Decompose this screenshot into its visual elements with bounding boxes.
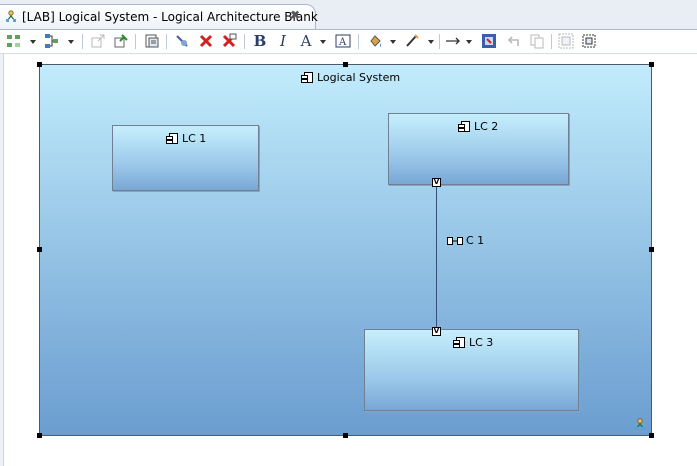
filter-icon[interactable] <box>173 32 191 50</box>
layout-icon[interactable] <box>557 32 575 50</box>
logical-architecture-icon <box>6 10 16 22</box>
pin-icon[interactable] <box>112 32 130 50</box>
port-lc3[interactable]: V <box>432 327 441 336</box>
text-style-icon[interactable]: A <box>334 32 352 50</box>
copy-appearance-icon[interactable] <box>528 32 546 50</box>
logical-system-title: Logical System <box>301 71 401 84</box>
logical-component-lc1[interactable]: LC 1 <box>112 125 259 191</box>
selection-handle[interactable] <box>343 62 348 67</box>
selection-handle[interactable] <box>649 247 654 252</box>
select-elements-icon[interactable] <box>5 32 23 50</box>
delete-from-diagram-icon[interactable] <box>197 32 215 50</box>
selection-handle[interactable] <box>37 62 42 67</box>
lc2-title: LC 2 <box>458 120 499 133</box>
port-lc2[interactable]: V <box>432 178 441 187</box>
component-exchange-label[interactable]: C 1 <box>447 234 484 247</box>
svg-text:A: A <box>338 37 347 48</box>
selection-handle[interactable] <box>649 433 654 438</box>
logical-system-label: Logical System <box>317 71 401 84</box>
component-icon <box>301 72 313 83</box>
lc1-title: LC 1 <box>166 132 207 145</box>
italic-icon[interactable]: I <box>280 32 286 50</box>
component-icon <box>453 337 465 348</box>
chevron-down-icon[interactable] <box>68 40 74 44</box>
bold-icon[interactable]: B <box>253 32 267 50</box>
canvas-left-border <box>0 54 4 466</box>
logical-architecture-icon <box>635 418 645 430</box>
line-style-icon[interactable] <box>444 32 462 50</box>
logical-system-container[interactable]: Logical System LC 1 LC 2 LC 3 V V <box>39 64 652 436</box>
selection-handle[interactable] <box>37 433 42 438</box>
lc1-label: LC 1 <box>182 132 207 145</box>
undo-icon[interactable] <box>504 32 522 50</box>
chevron-down-icon[interactable] <box>428 40 434 44</box>
fill-color-icon[interactable] <box>366 32 384 50</box>
selection-handle[interactable] <box>649 62 654 67</box>
component-icon <box>458 121 470 132</box>
chevron-down-icon[interactable] <box>390 40 396 44</box>
editor-tab[interactable]: [LAB] Logical System - Logical Architect… <box>0 4 318 29</box>
font-color-icon[interactable]: A <box>300 32 312 50</box>
delete-from-model-icon[interactable] <box>220 32 238 50</box>
zoom-icon[interactable] <box>480 32 498 50</box>
chevron-down-icon[interactable] <box>466 40 472 44</box>
lc3-title: LC 3 <box>453 336 494 349</box>
selection-handle[interactable] <box>343 433 348 438</box>
tab-title: [LAB] Logical System - Logical Architect… <box>22 10 318 24</box>
lc2-label: LC 2 <box>474 120 499 133</box>
logical-component-lc2[interactable]: LC 2 <box>388 113 569 185</box>
line-color-icon[interactable] <box>403 32 421 50</box>
open-parent-icon[interactable] <box>89 32 107 50</box>
exchange-label-text: C 1 <box>466 234 485 247</box>
logical-component-lc3[interactable]: LC 3 <box>364 329 579 411</box>
chevron-down-icon[interactable] <box>320 40 326 44</box>
component-icon <box>166 133 178 144</box>
arrange-icon[interactable] <box>43 32 61 50</box>
lc3-label: LC 3 <box>469 336 494 349</box>
select-all-icon[interactable] <box>580 32 598 50</box>
close-icon[interactable]: ✖ <box>289 8 301 22</box>
chevron-down-icon[interactable] <box>30 40 36 44</box>
diagram-toolbar: B I A A <box>0 30 697 54</box>
selection-handle[interactable] <box>37 247 42 252</box>
editor-tab-bar: [LAB] Logical System - Logical Architect… <box>0 0 697 30</box>
copy-format-icon[interactable] <box>143 32 161 50</box>
component-exchange-icon <box>447 236 463 245</box>
